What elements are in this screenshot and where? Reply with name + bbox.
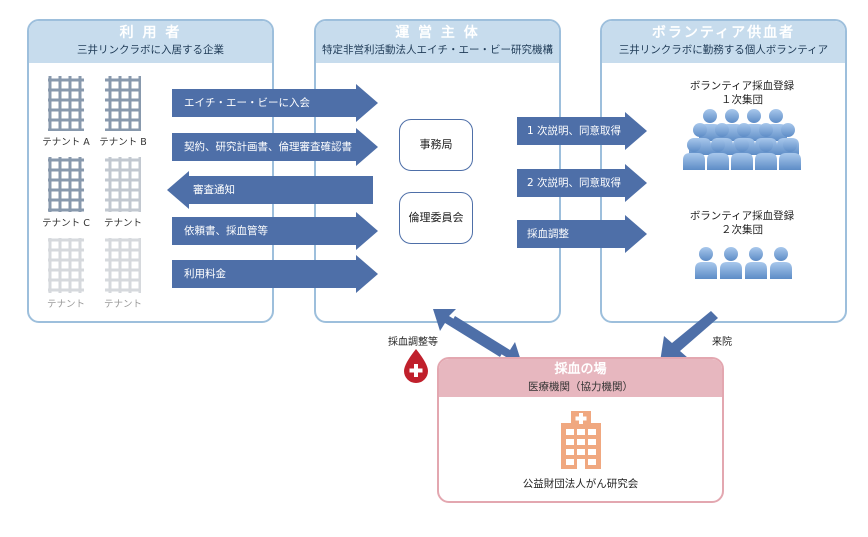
building-icon-f <box>105 238 141 293</box>
arrow-volunteers-to-site <box>660 311 718 362</box>
double-arrow-operator-site <box>433 309 522 364</box>
ethics-committee-label: 倫理委員会 <box>408 211 464 224</box>
building-icon-e <box>48 238 84 293</box>
flow-arrow-fee: 利用料金 <box>172 255 378 293</box>
flow-arrow-blood-scheduling-label: 採血調整 <box>517 220 625 248</box>
volunteer-group-1-line2: １次集団 <box>721 94 763 106</box>
hospital-icon <box>561 411 601 469</box>
volunteers-panel-header: ボランティア供血者 三井リンクラボに勤務する個人ボランティア <box>602 21 845 63</box>
flow-arrow-request-label: 依頼書、採血管等 <box>172 217 356 245</box>
ethics-committee-box: 倫理委員会 <box>399 192 473 244</box>
users-panel-header: 利 用 者 三井リンクラボに入居する企業 <box>29 21 272 63</box>
volunteer-group-2-label: ボランティア採血登録 ２次集団 <box>662 209 822 237</box>
volunteers-panel-subtitle: 三井リンクラボに勤務する個人ボランティア <box>618 44 829 56</box>
operator-panel-header: 運 営 主 体 特定非営利活動法人エイチ・エー・ビー研究機構 <box>316 21 559 63</box>
flow-arrow-review-notice: 審査通知 <box>167 171 373 209</box>
flow-arrow-request: 依頼書、採血管等 <box>172 212 378 250</box>
volunteers-panel-title: ボランティア供血者 <box>651 25 796 41</box>
secretariat-label: 事務局 <box>419 138 453 151</box>
users-panel-title: 利 用 者 <box>119 25 182 41</box>
tenant-label-e: テナント <box>46 299 85 310</box>
tenant-buildings <box>48 76 141 293</box>
connector-left-label: 採血調整等 <box>388 337 438 348</box>
volunteer-group-1-label: ボランティア採血登録 １次集団 <box>662 79 822 107</box>
flow-arrow-blood-scheduling: 採血調整 <box>517 215 647 253</box>
tenant-label-d: テナント <box>103 218 142 229</box>
volunteer-group-2-line1: ボランティア採血登録 <box>689 210 795 222</box>
flow-arrow-membership: エイチ・エー・ビーに入会 <box>172 84 378 122</box>
building-icon-a <box>48 76 84 131</box>
operator-panel-title: 運 営 主 体 <box>395 25 480 41</box>
secretariat-box: 事務局 <box>399 119 473 171</box>
flow-arrow-contract: 契約、研究計画書、倫理審査確認書 <box>172 128 378 166</box>
collection-site-header: 採血の場 医療機関（協力機関） <box>439 359 722 397</box>
users-panel-subtitle: 三井リンクラボに入居する企業 <box>77 44 224 56</box>
flow-arrow-second-consent-label: 2 次説明、同意取得 <box>517 169 625 197</box>
collection-site-name: 公益財団法人がん研究会 <box>522 478 639 490</box>
connector-right-label: 来院 <box>712 337 732 348</box>
flow-arrow-contract-label: 契約、研究計画書、倫理審査確認書 <box>172 133 356 161</box>
tenant-label-f: テナント <box>103 299 142 310</box>
flow-arrow-first-consent: 1 次説明、同意取得 <box>517 112 647 150</box>
collection-site-title: 採血の場 <box>554 362 607 377</box>
flow-arrow-second-consent: 2 次説明、同意取得 <box>517 164 647 202</box>
building-icon-d <box>105 157 141 212</box>
operator-panel-subtitle: 特定非営利活動法人エイチ・エー・ビー研究機構 <box>322 44 553 56</box>
blood-drop-icon <box>404 349 428 383</box>
flow-arrow-membership-label: エイチ・エー・ビーに入会 <box>172 89 356 117</box>
flow-arrow-fee-label: 利用料金 <box>172 260 356 288</box>
flow-arrow-review-notice-label: 審査通知 <box>189 176 373 204</box>
tenant-label-b: テナント B <box>99 137 147 148</box>
tenant-label-a: テナント A <box>42 137 90 148</box>
flow-arrow-first-consent-label: 1 次説明、同意取得 <box>517 117 625 145</box>
building-icon-b <box>105 76 141 131</box>
collection-site-panel: 採血の場 医療機関（協力機関） 公益財団法人がん研究会 <box>437 357 724 503</box>
tenant-label-c: テナント C <box>42 218 90 229</box>
building-icon-c <box>48 157 84 212</box>
volunteer-group-2-line2: ２次集団 <box>721 224 763 236</box>
volunteer-group-1-line1: ボランティア採血登録 <box>689 80 795 92</box>
collection-site-subtitle: 医療機関（協力機関） <box>528 381 633 393</box>
